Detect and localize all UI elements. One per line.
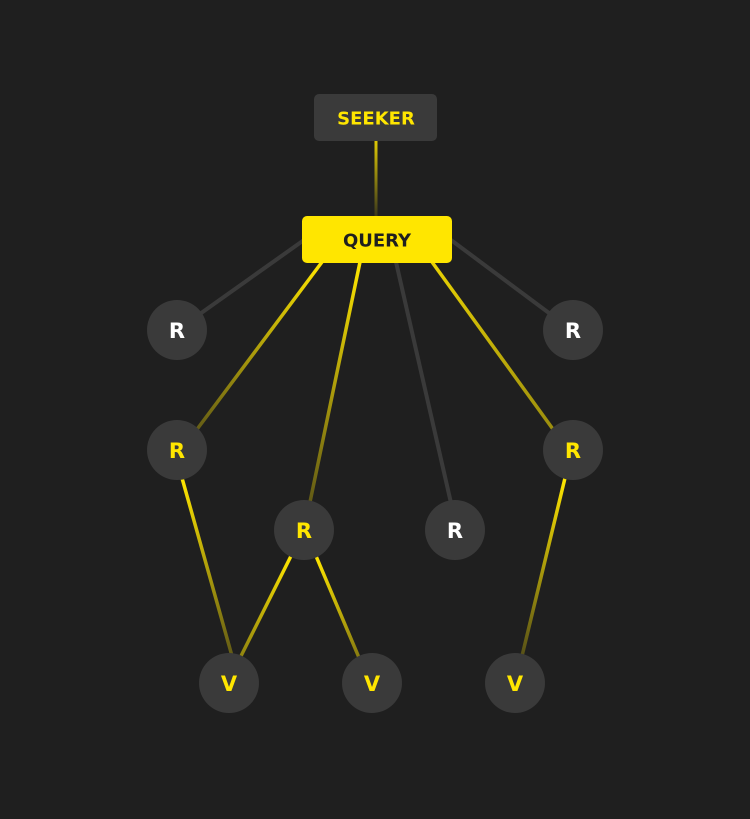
r-node-label: R — [169, 319, 185, 343]
r-node-label: R — [565, 439, 581, 463]
seeker-node[interactable]: SEEKER — [314, 94, 437, 141]
v-node-middle[interactable]: V — [342, 653, 402, 713]
r-node-center-right[interactable]: R — [425, 500, 485, 560]
r-node-mid-left[interactable]: R — [147, 420, 207, 480]
seeker-label: SEEKER — [337, 109, 415, 130]
r-node-label: R — [169, 439, 185, 463]
edge-r-center-v-left — [238, 555, 293, 659]
edge-query-r-mid-left — [193, 260, 324, 434]
r-node-top-left[interactable]: R — [147, 300, 207, 360]
r-node-center[interactable]: R — [274, 500, 334, 560]
edge-r-mid-right-v-right — [520, 477, 567, 657]
r-node-label: R — [565, 319, 581, 343]
edge-query-r-center-right — [394, 261, 453, 504]
edge-r-center-v-middle — [314, 555, 362, 661]
edge-query-r-mid-right — [430, 260, 557, 434]
edge-r-mid-left-v-left — [180, 477, 234, 657]
r-node-label: R — [447, 519, 463, 543]
v-node-right[interactable]: V — [485, 653, 545, 713]
r-node-mid-right[interactable]: R — [543, 420, 603, 480]
v-node-left[interactable]: V — [199, 653, 259, 713]
r-node-label: R — [296, 519, 312, 543]
query-label: QUERY — [343, 231, 412, 252]
edge-query-r-top-left — [195, 238, 306, 318]
v-node-label: V — [221, 672, 238, 696]
v-node-label: V — [507, 672, 524, 696]
v-node-label: V — [364, 672, 381, 696]
query-node[interactable]: QUERY — [302, 216, 452, 263]
r-node-top-right[interactable]: R — [543, 300, 603, 360]
edges — [180, 141, 567, 661]
edge-query-r-top-right — [449, 238, 555, 318]
edge-query-r-center — [308, 261, 362, 503]
